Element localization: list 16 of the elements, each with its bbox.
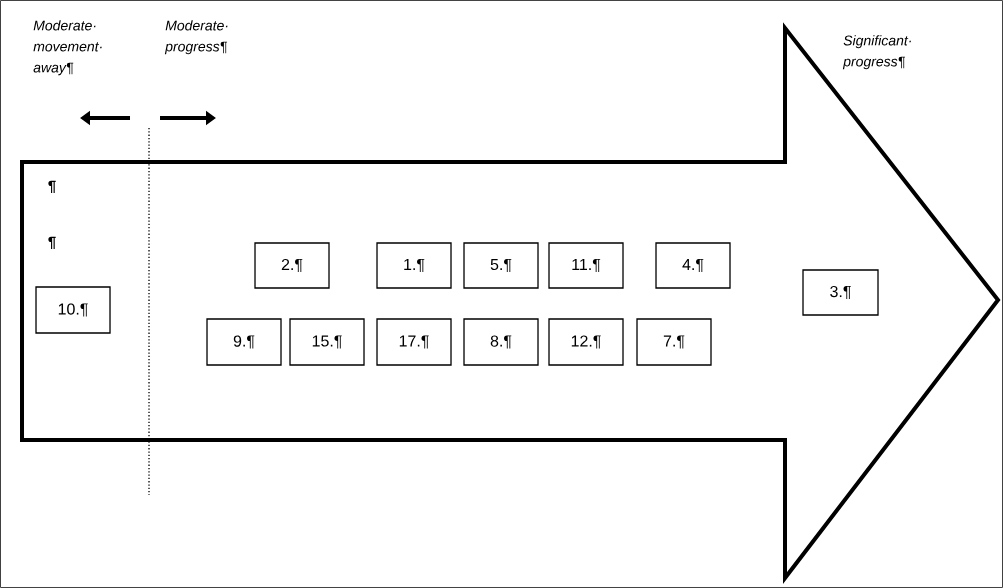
item-box: 7.¶ bbox=[636, 318, 712, 366]
item-box: 10.¶ bbox=[35, 286, 111, 334]
zone-label: Moderate· progress¶ bbox=[164, 20, 228, 55]
item-box: 11.¶ bbox=[548, 242, 624, 289]
item-box: 4.¶ bbox=[655, 242, 731, 289]
item-box: 5.¶ bbox=[463, 242, 539, 289]
zone-label: Moderate· movement· away¶ bbox=[33, 20, 102, 76]
zone-label: Significant· progress¶ bbox=[842, 35, 911, 70]
item-box: 1.¶ bbox=[376, 242, 452, 289]
item-box: 15.¶ bbox=[289, 318, 365, 366]
item-box: 12.¶ bbox=[548, 318, 624, 366]
item-box: 2.¶ bbox=[254, 242, 330, 289]
item-box: 17.¶ bbox=[376, 318, 452, 366]
item-box: 9.¶ bbox=[206, 318, 282, 366]
item-box: 8.¶ bbox=[463, 318, 539, 366]
item-box: 3.¶ bbox=[802, 269, 879, 316]
